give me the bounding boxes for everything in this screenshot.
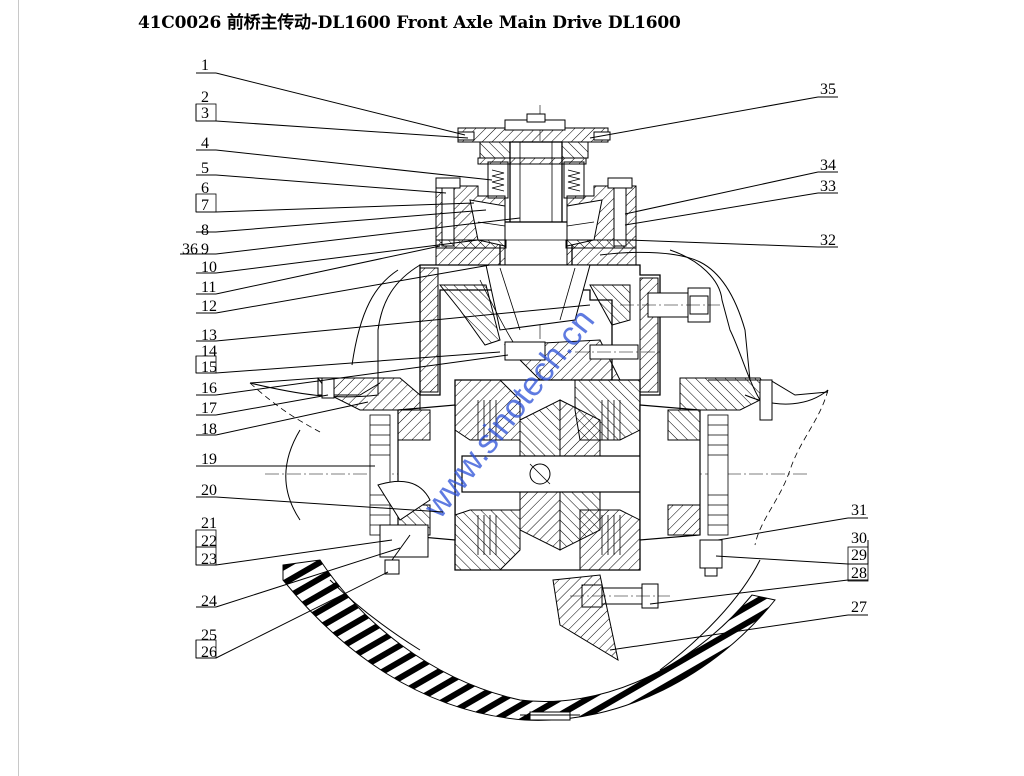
adjusting-bolt: [620, 287, 720, 323]
callout-label: 32: [820, 232, 836, 249]
callout-label: 36: [182, 241, 198, 258]
callout-boxes-left: [195, 103, 217, 659]
callout-label: 34: [820, 157, 836, 174]
callout-label: 30: [851, 530, 867, 547]
callout-label: 15: [201, 359, 217, 376]
callout-label: 6: [201, 180, 209, 197]
callout-label: 27: [851, 599, 867, 616]
callout-label: 3: [201, 105, 209, 122]
page-edge: [18, 0, 1024, 776]
callout-label: 23: [201, 551, 217, 568]
oil-seals: [477, 157, 587, 199]
callout-label: 14: [201, 343, 217, 360]
callout-label: 4: [201, 135, 209, 152]
callout-label: 26: [201, 644, 217, 661]
callout-label: 12: [201, 298, 217, 315]
callout-label: 9: [201, 241, 209, 258]
callout-label: 8: [201, 222, 209, 239]
callout-label: 17: [201, 400, 217, 417]
callout-label: 18: [201, 421, 217, 438]
callout-label: 28: [851, 565, 867, 582]
carrier-housing: [419, 264, 661, 396]
callouts-right: 35 34 33 32 31 30 29 28 27: [820, 81, 867, 616]
side-bearings: [317, 377, 773, 541]
callout-label: 22: [201, 533, 217, 550]
leader-lines-right: [589, 96, 869, 651]
callout-label: 19: [201, 451, 217, 468]
callout-label: 25: [201, 627, 217, 644]
callout-label: 33: [820, 178, 836, 195]
callout-label: 20: [201, 482, 217, 499]
callouts-left: 1 2 3 4 5 6 7 8 9 36 10 11 12 13 14 15 1…: [182, 57, 217, 661]
bearing-cage: [435, 177, 637, 267]
drawing-title: 41C0026 前桥主传动-DL1600 Front Axle Main Dri…: [138, 13, 681, 33]
callout-label: 1: [201, 57, 209, 74]
callout-boxes-right: [847, 546, 869, 582]
callout-label: 11: [201, 279, 216, 296]
callout-label: 29: [851, 547, 867, 564]
callout-label: 21: [201, 515, 217, 532]
callout-label: 7: [201, 197, 209, 214]
callout-label: 35: [820, 81, 836, 98]
callout-label: 16: [201, 380, 217, 397]
callout-label: 10: [201, 259, 217, 276]
callout-label: 2: [201, 89, 209, 106]
callout-label: 31: [851, 502, 867, 519]
callout-label: 24: [201, 593, 217, 610]
callout-label: 13: [201, 327, 217, 344]
differential-case: [454, 339, 660, 571]
callout-label: 5: [201, 160, 209, 177]
